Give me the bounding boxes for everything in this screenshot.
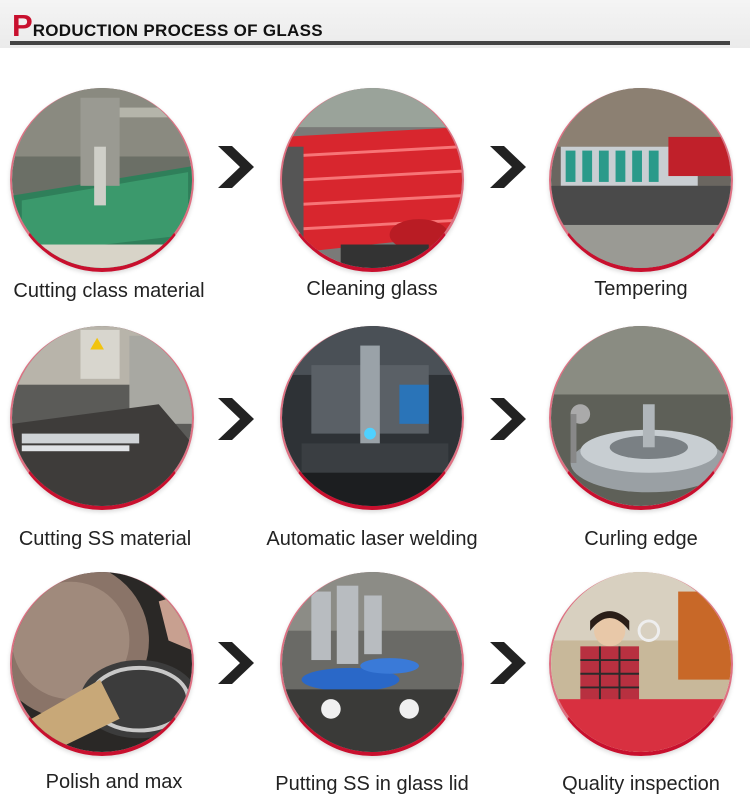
- step-3-caption: Tempering: [594, 278, 688, 300]
- inspection-photo-icon: [551, 572, 731, 752]
- arrow-right-icon: [490, 642, 526, 684]
- step-3-photo: [549, 88, 733, 272]
- step-1-caption: Cutting class material: [13, 280, 205, 302]
- step-4-caption: Cutting SS material: [18, 528, 192, 550]
- step-7-caption: Polish and max: [45, 771, 183, 793]
- arrow-right-icon: [218, 642, 254, 684]
- tempering-photo-icon: [551, 88, 731, 268]
- step-7-photo: [10, 572, 194, 756]
- arrow-right-icon: [218, 398, 254, 440]
- step-5-caption: Automatic laser welding: [266, 528, 478, 550]
- page-title: PRODUCTION PROCESS OF GLASS: [12, 8, 323, 44]
- glass-cleaning-photo-icon: [282, 88, 462, 268]
- page-title-initial: P: [12, 8, 33, 43]
- glass-cutting-photo-icon: [12, 88, 192, 268]
- polishing-photo-icon: [12, 572, 192, 752]
- step-5-photo: [280, 326, 464, 510]
- step-6-photo: [549, 326, 733, 510]
- step-6-caption: Curling edge: [584, 528, 698, 550]
- page-title-text: RODUCTION PROCESS OF GLASS: [32, 21, 323, 40]
- curling-edge-photo-icon: [551, 326, 731, 506]
- laser-welding-photo-icon: [282, 326, 462, 506]
- header-divider: [10, 41, 730, 45]
- step-2-photo: [280, 88, 464, 272]
- assembly-photo-icon: [282, 572, 462, 752]
- arrow-right-icon: [490, 398, 526, 440]
- arrow-right-icon: [490, 146, 526, 188]
- step-2-caption: Cleaning glass: [306, 278, 438, 300]
- step-9-caption: Quality inspection: [562, 773, 720, 795]
- ss-cutting-photo-icon: [12, 326, 192, 506]
- step-4-photo: [10, 326, 194, 510]
- header-banner: PRODUCTION PROCESS OF GLASS: [0, 0, 750, 48]
- step-8-photo: [280, 572, 464, 756]
- step-9-photo: [549, 572, 733, 756]
- step-1-photo: [10, 88, 194, 272]
- arrow-right-icon: [218, 146, 254, 188]
- step-8-caption: Putting SS in glass lid: [275, 773, 469, 795]
